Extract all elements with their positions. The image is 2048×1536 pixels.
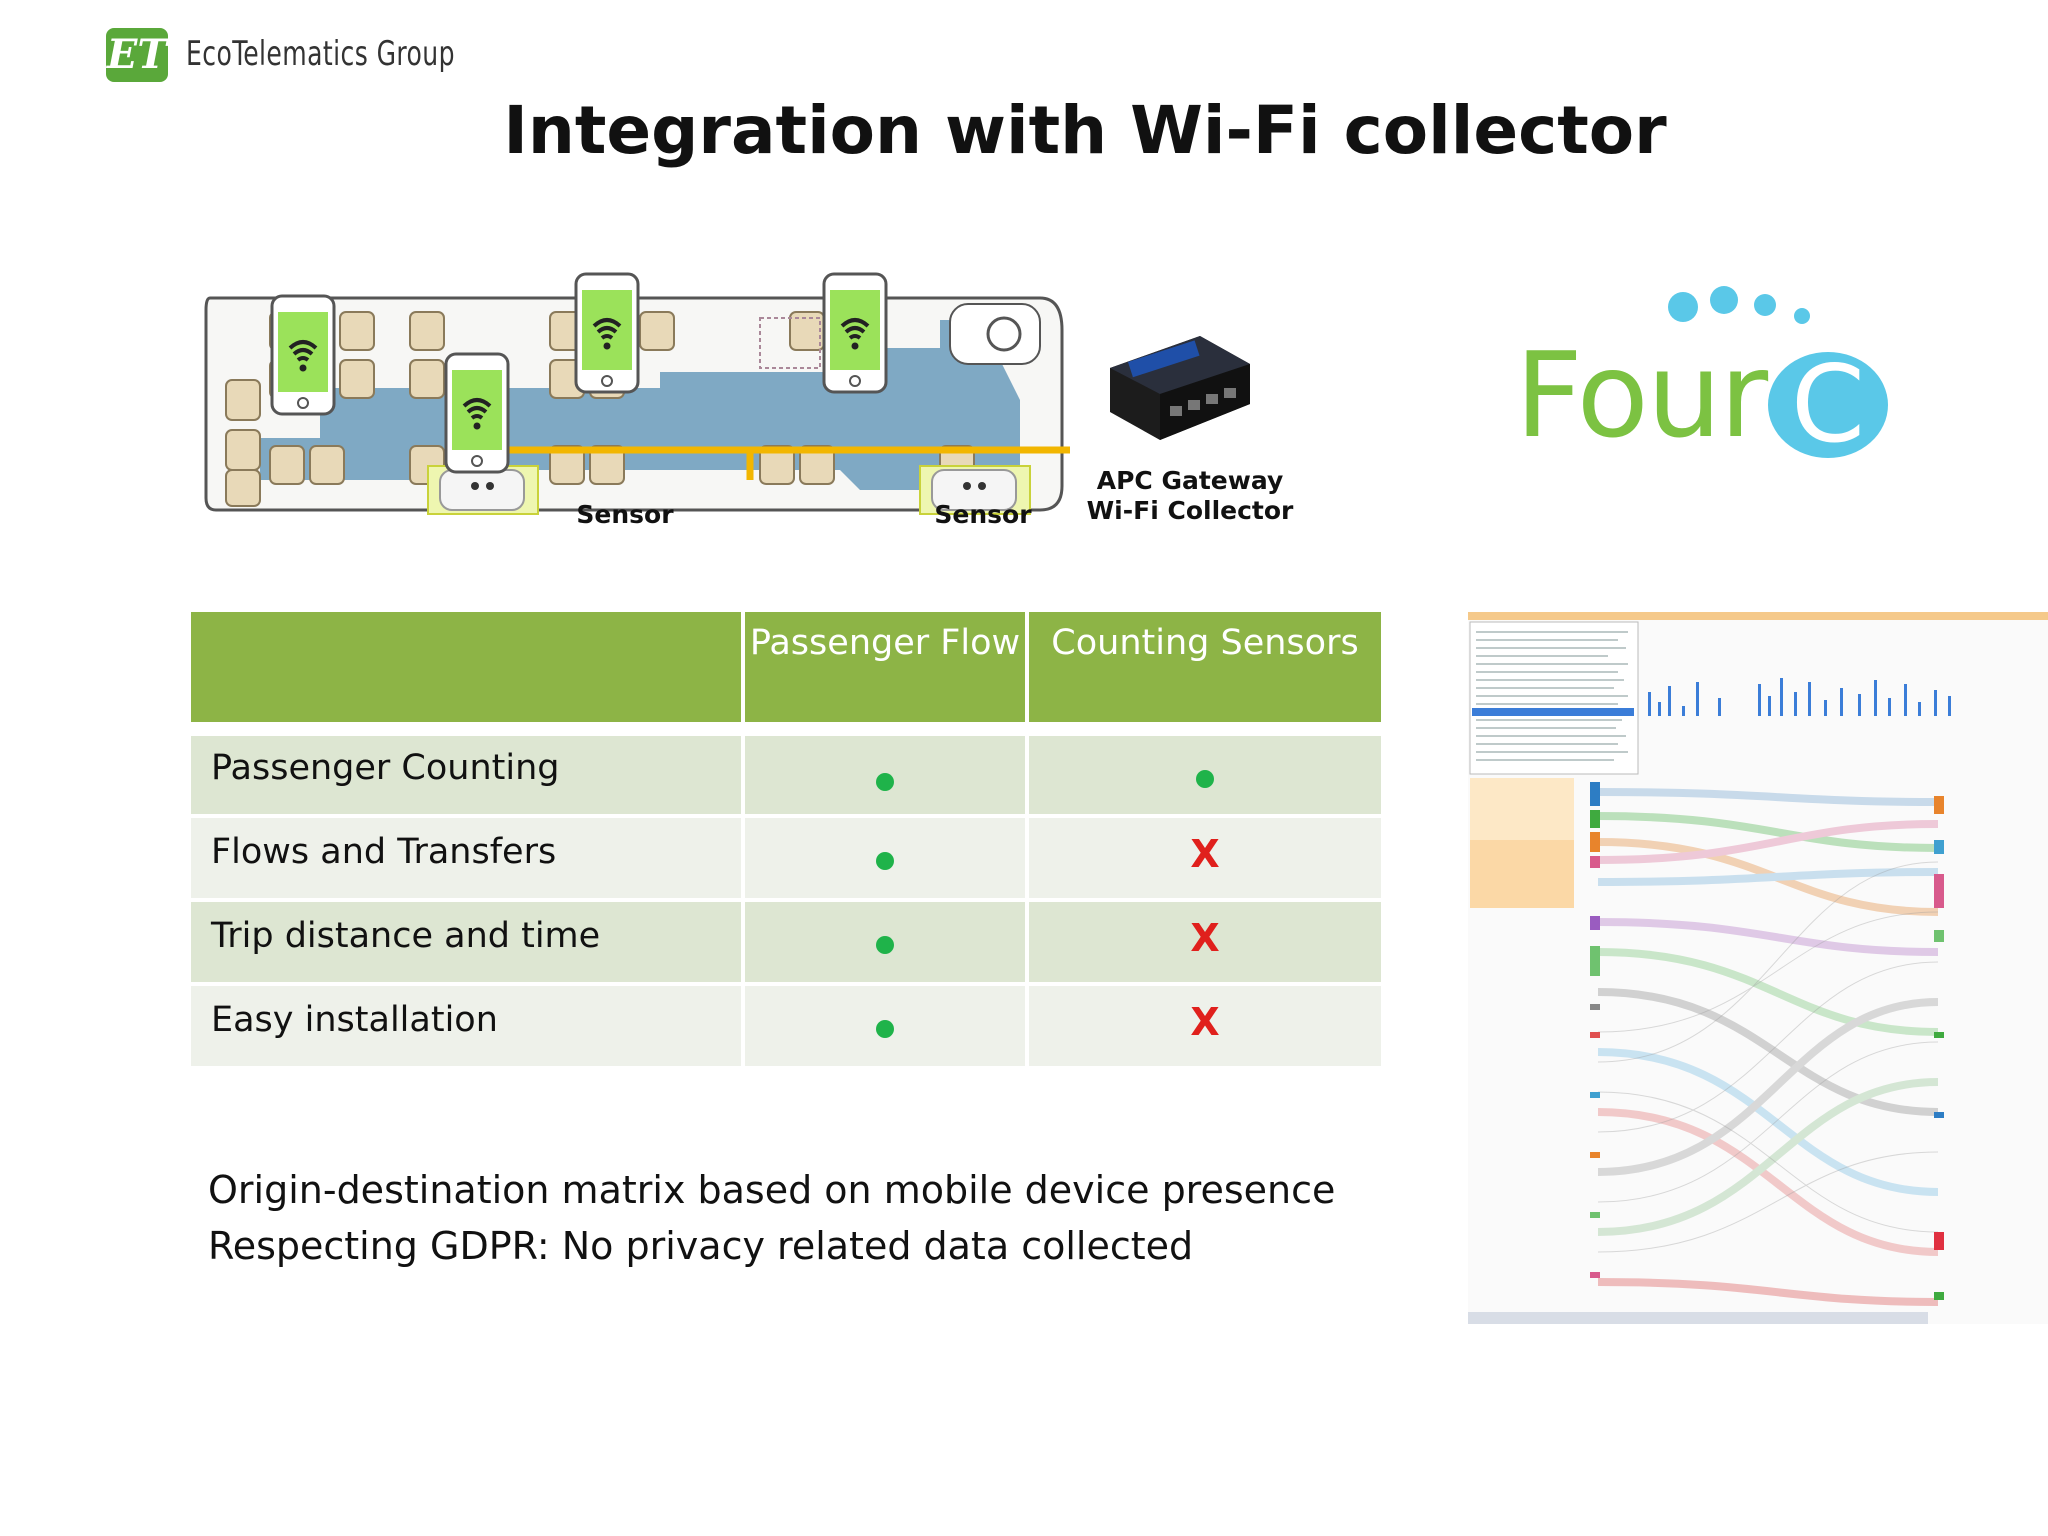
- yes-dot-icon: [876, 1020, 894, 1038]
- table-cell: X: [1029, 818, 1381, 898]
- company-logo-icon: ET: [106, 28, 168, 82]
- bus-layout-diagram: [204, 272, 1070, 515]
- gateway-label-line1: APC Gateway: [1096, 466, 1284, 495]
- phone-wifi-icon: [444, 352, 510, 474]
- router-icon: [1110, 336, 1250, 440]
- row-label: Trip distance and time: [211, 916, 601, 956]
- fourc-dot: [1794, 308, 1810, 324]
- no-x-icon: X: [1190, 916, 1220, 960]
- company-name: EcoTelematics Group: [186, 34, 455, 74]
- row-label: Passenger Counting: [211, 748, 560, 788]
- yes-dot-icon: [876, 852, 894, 870]
- yes-dot-icon: [876, 936, 894, 954]
- slide-title: Integration with Wi-Fi collector: [503, 92, 1667, 169]
- partner-logo-text: Four: [1515, 326, 1768, 464]
- footnote-od-matrix: Origin-destination matrix based on mobil…: [208, 1168, 1336, 1212]
- no-x-icon: X: [1190, 832, 1220, 876]
- sensor-left-icon: [427, 465, 539, 515]
- row-label: Easy installation: [211, 1000, 498, 1040]
- table-row: Passenger Counting: [191, 736, 741, 814]
- table-cell: [745, 902, 1025, 982]
- partner-logo-circle: [1768, 352, 1888, 458]
- table-cell: [745, 736, 1025, 814]
- table-row: Flows and Transfers: [191, 818, 741, 898]
- table-header-empty: [191, 612, 741, 722]
- sensor-right-icon: [919, 465, 1031, 515]
- phone-wifi-icon: [574, 272, 640, 394]
- table-cell: [745, 818, 1025, 898]
- partner-logo-c: C: [1790, 343, 1865, 466]
- fourc-dot: [1710, 286, 1738, 314]
- gateway-label-line2: Wi-Fi Collector: [1086, 496, 1294, 525]
- table-cell: X: [1029, 986, 1381, 1066]
- no-x-icon: X: [1190, 1000, 1220, 1044]
- phone-wifi-icon: [270, 294, 336, 416]
- sensor-label: Sensor: [576, 500, 674, 529]
- sankey-app-screenshot: [1468, 612, 2048, 1324]
- table-cell: [1029, 736, 1381, 814]
- fourc-dot: [1754, 294, 1776, 316]
- sensor-label: Sensor: [934, 500, 1032, 529]
- footnote-gdpr: Respecting GDPR: No privacy related data…: [208, 1224, 1194, 1268]
- table-row: Trip distance and time: [191, 902, 741, 982]
- phone-wifi-icon: [822, 272, 888, 394]
- table-cell: [745, 986, 1025, 1066]
- yes-dot-icon: [876, 773, 894, 791]
- table-row: Easy installation: [191, 986, 741, 1066]
- table-header-passenger-flow: Passenger Flow: [745, 612, 1025, 722]
- row-label: Flows and Transfers: [211, 832, 557, 872]
- comparison-table: Passenger Flow Counting Sensors Passenge…: [191, 612, 1381, 1066]
- table-cell: X: [1029, 902, 1381, 982]
- table-header-counting-sensors: Counting Sensors: [1029, 612, 1381, 722]
- fourc-dot: [1668, 292, 1698, 322]
- yes-dot-icon: [1196, 770, 1214, 788]
- gateway-label: APC Gateway Wi-Fi Collector: [1080, 466, 1300, 526]
